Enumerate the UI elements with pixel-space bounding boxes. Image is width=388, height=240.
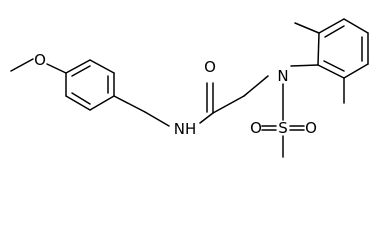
- sulfur-label: S: [278, 119, 288, 137]
- sulfonyl-oxygen-right-label: O: [305, 119, 317, 137]
- carbonyl-oxygen-label: O: [204, 58, 216, 76]
- sulfonyl-oxygen-left-label: O: [250, 119, 262, 137]
- dimethylphenyl-ring: [290, 18, 369, 104]
- methoxy-oxygen-label: O: [34, 51, 46, 69]
- sulfonamide-nitrogen-label: N: [277, 67, 288, 85]
- methoxy-group: [10, 58, 67, 74]
- methoxyphenyl-ring: [65, 59, 115, 111]
- structure-diagram: O O NH N S O O: [10, 18, 369, 158]
- molecule-canvas: O O NH N S O O: [10, 18, 369, 158]
- sulfonyl-group: [261, 83, 305, 158]
- amide-nh-label: NH: [174, 120, 197, 138]
- benzyl-amide-chain: [113, 75, 269, 127]
